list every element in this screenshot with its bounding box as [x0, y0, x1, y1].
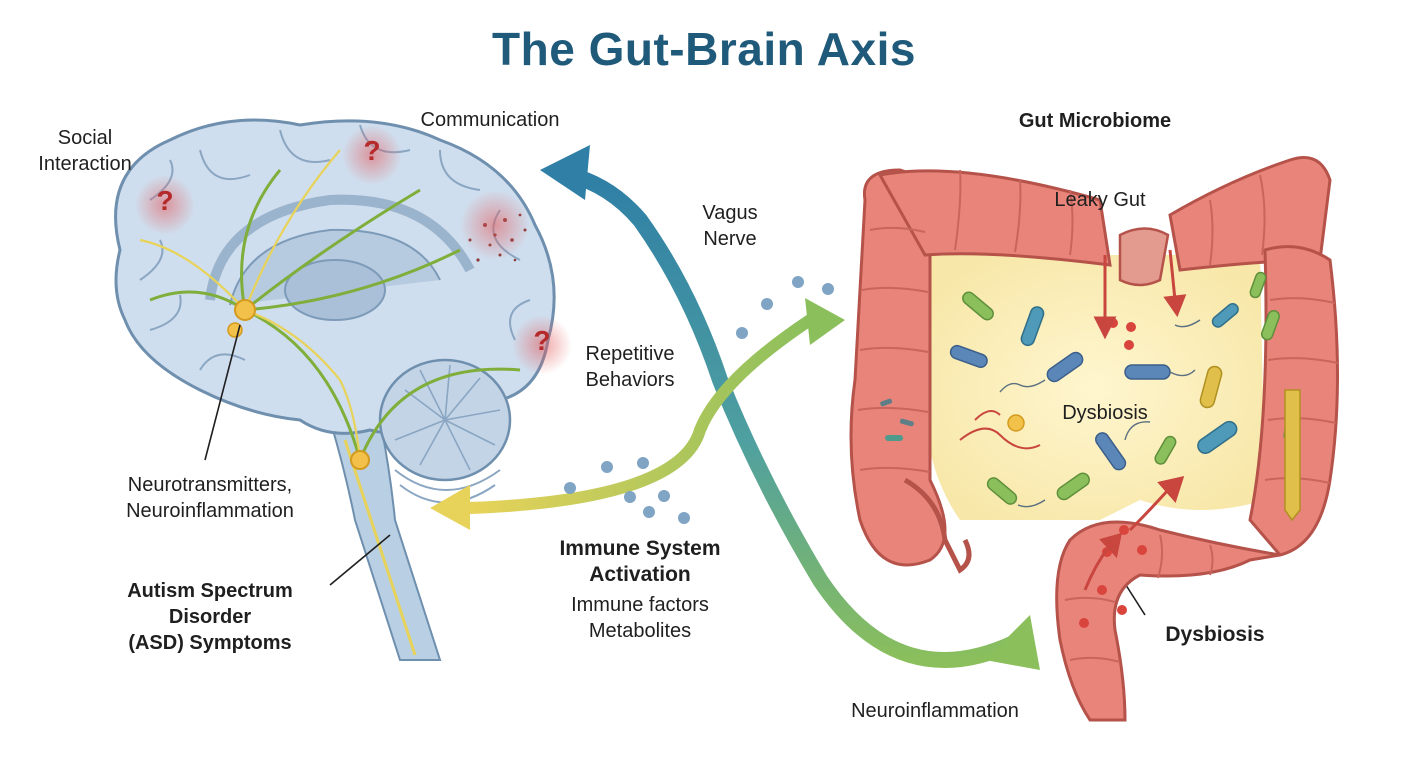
arrow-head-left — [430, 485, 470, 530]
vagus-nerve-arrow — [562, 167, 1028, 668]
ascending-colon — [849, 168, 947, 567]
gut-illustration — [849, 156, 1339, 722]
immune-arrow — [464, 314, 816, 514]
glow-3 — [512, 315, 572, 375]
label-asd-symptoms: Autism Spectrum Disorder (ASD) Symptoms — [127, 580, 293, 654]
label-neuroinflammation-bottom: Neuroinflammation — [851, 700, 1019, 722]
label-communication: Communication — [420, 109, 560, 131]
page-title: The Gut-Brain Axis — [492, 23, 916, 75]
question-mark-2: ? — [363, 135, 381, 166]
label-repetitive-behaviors: Repetitive Behaviors — [585, 343, 675, 391]
label-vagus-nerve: Vagus Nerve — [702, 202, 758, 250]
question-mark-3: ? — [533, 325, 551, 356]
label-immune-activation: Immune System Activation — [559, 537, 721, 586]
label-social-interaction: Social Interaction — [38, 127, 132, 175]
glow-1 — [135, 175, 195, 235]
arrow-head-bottom — [985, 615, 1040, 670]
label-dysbiosis-right: Dysbiosis — [1165, 623, 1265, 646]
label-dysbiosis-center: Dysbiosis — [1062, 402, 1148, 424]
glow-2 — [342, 125, 402, 185]
label-immune-factors: Immune factors Metabolites — [571, 594, 709, 642]
arrow-head-top — [540, 145, 590, 200]
label-gut-microbiome: Gut Microbiome — [1018, 110, 1172, 132]
arrow-head-right — [805, 298, 845, 345]
rectum — [1055, 520, 1281, 722]
cerebellum — [378, 358, 512, 504]
label-neurotransmitters: Neurotransmitters, Neuroinflammation — [126, 474, 294, 522]
leaky-gut-segment — [1118, 227, 1170, 287]
question-mark-1: ? — [156, 185, 174, 216]
label-leaky-gut: Leaky Gut — [1054, 189, 1146, 211]
